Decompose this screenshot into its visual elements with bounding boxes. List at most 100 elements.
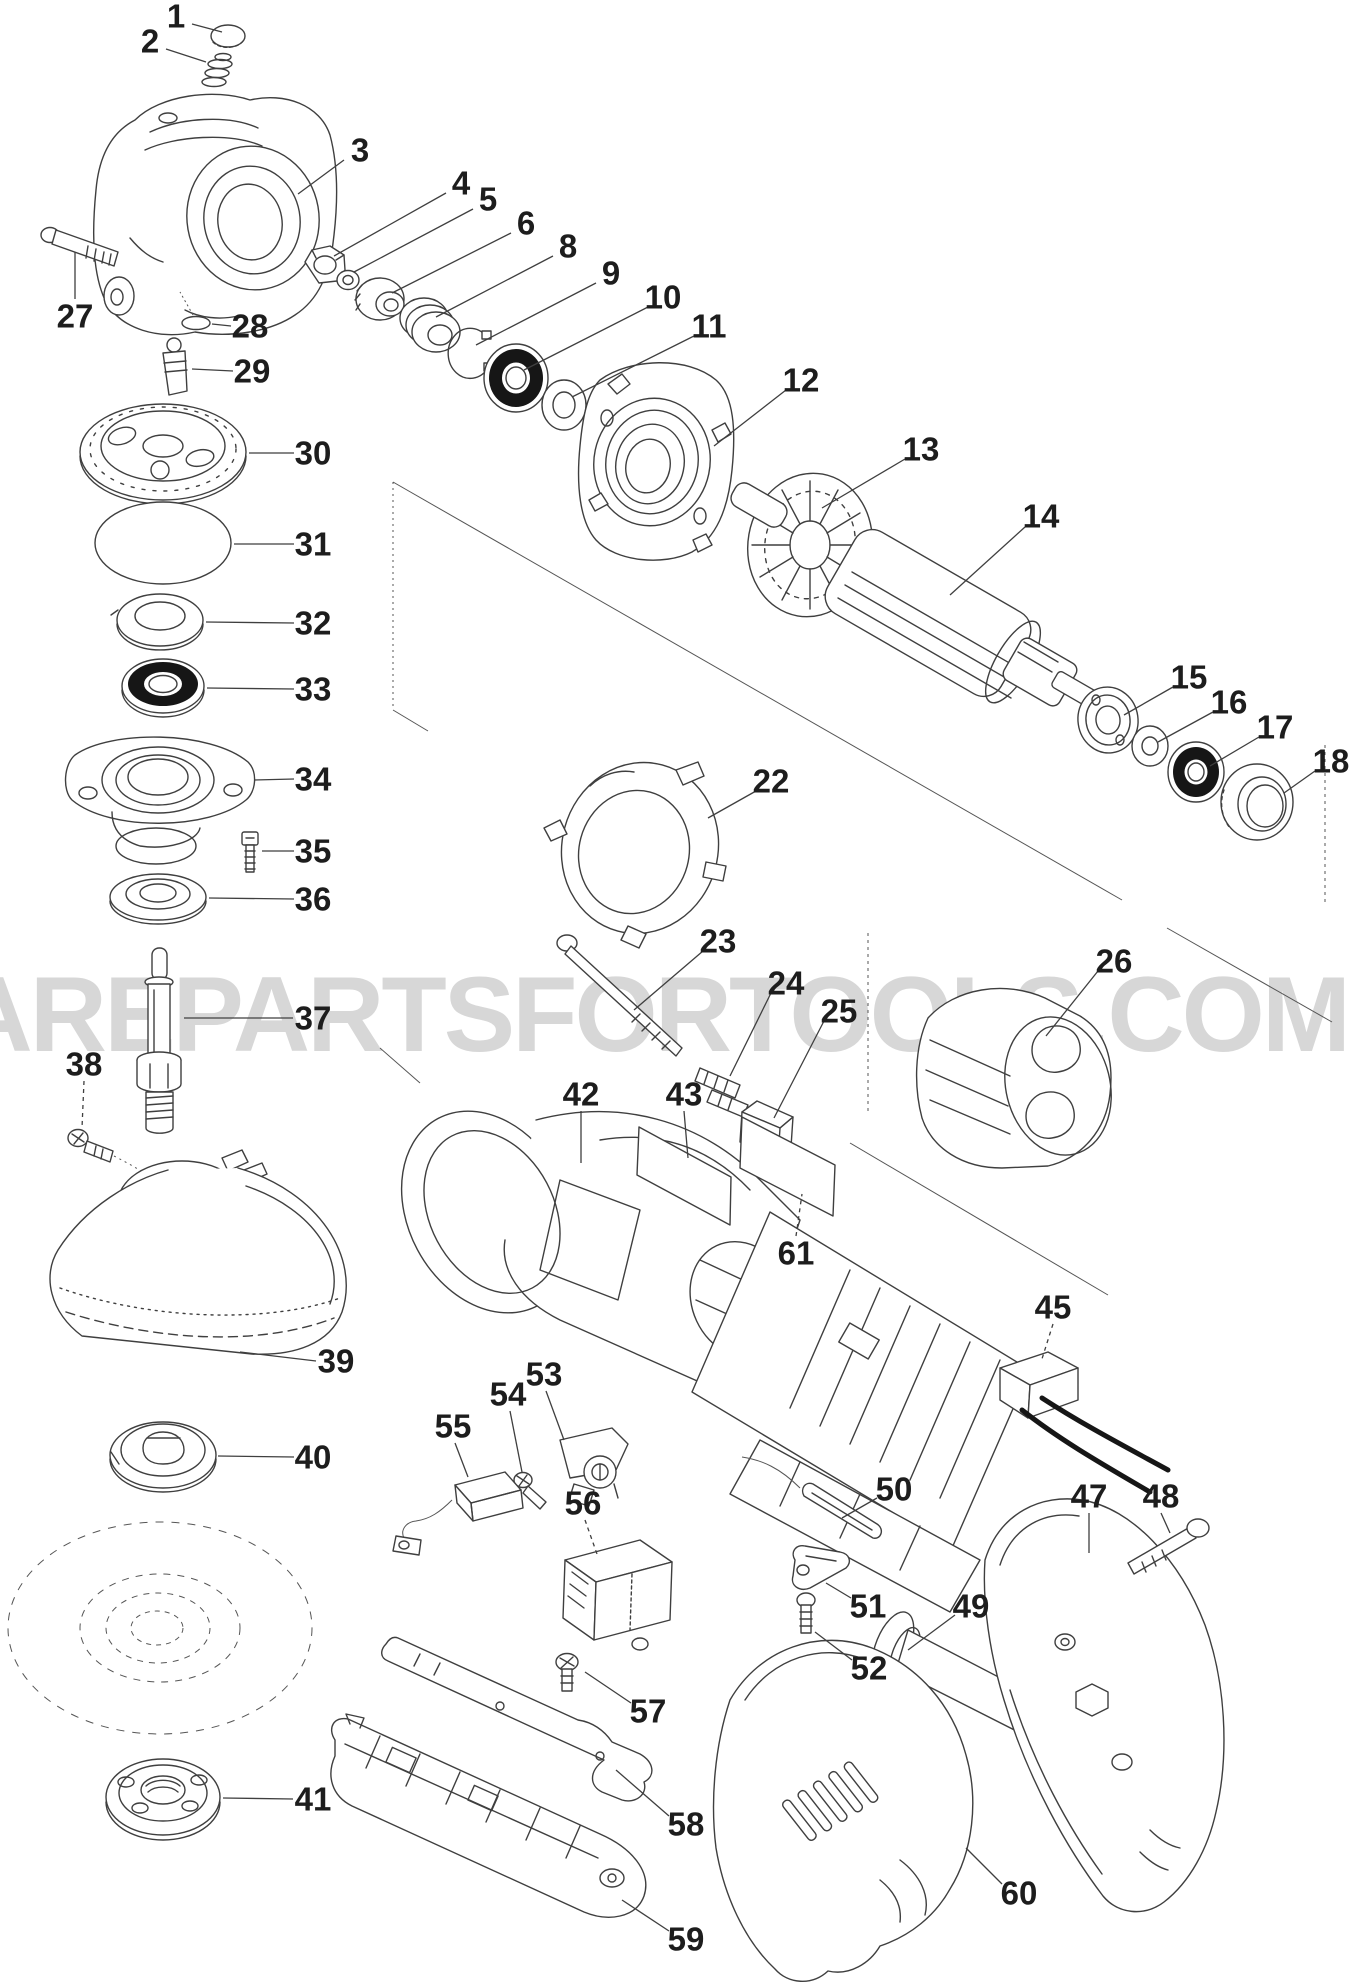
leader-line-5 xyxy=(354,209,473,272)
carbon-brush-part-55 xyxy=(393,1472,523,1555)
leader-line-38 xyxy=(82,1081,84,1128)
leader-line-4 xyxy=(334,193,446,256)
washer-part-5 xyxy=(337,271,359,290)
leader-line-49 xyxy=(908,1615,955,1650)
pin-part-29 xyxy=(163,338,187,395)
part-number-26: 26 xyxy=(1096,943,1133,980)
bolt-part-27 xyxy=(41,228,118,267)
leader-line-24 xyxy=(730,993,771,1076)
brush-holder-part-56 xyxy=(563,1540,672,1650)
leader-line-28 xyxy=(212,324,231,326)
screw-part-57 xyxy=(556,1654,578,1692)
part-number-28: 28 xyxy=(232,308,269,345)
leader-line-8 xyxy=(436,256,553,317)
leader-line-10 xyxy=(524,307,648,370)
flange-plate-part-12 xyxy=(579,363,734,560)
leader-line-41 xyxy=(223,1798,293,1799)
leader-line-58 xyxy=(616,1770,669,1816)
part-number-29: 29 xyxy=(234,353,271,390)
wheel-guard-part-39 xyxy=(50,1150,346,1354)
part-number-34: 34 xyxy=(295,761,332,798)
switch-lever-part-53 xyxy=(560,1428,628,1506)
leader-line-45 xyxy=(1041,1324,1053,1362)
leader-line-61 xyxy=(796,1194,802,1236)
fan-washer-part-15 xyxy=(1074,683,1143,757)
leader-line-11 xyxy=(572,336,694,397)
screw-part-48 xyxy=(1128,1519,1209,1574)
screw-part-52 xyxy=(797,1593,815,1633)
part-number-31: 31 xyxy=(295,526,332,563)
part-number-39: 39 xyxy=(318,1343,355,1380)
leader-line-3 xyxy=(298,160,344,194)
leader-line-6 xyxy=(392,233,511,293)
bearing-part-17 xyxy=(1168,742,1224,802)
part-number-52: 52 xyxy=(851,1650,888,1687)
ring-part-32 xyxy=(111,594,203,650)
part-number-37: 37 xyxy=(295,1000,332,1037)
cord-guard-part-50 xyxy=(742,1457,881,1538)
slide-bar-part-58 xyxy=(382,1637,652,1801)
leader-line-29 xyxy=(192,369,233,371)
leader-line-54 xyxy=(510,1411,522,1472)
part-number-22: 22 xyxy=(753,763,790,800)
leader-line-22 xyxy=(708,791,756,818)
leader-line-55 xyxy=(455,1443,468,1477)
suppressor-part-45 xyxy=(1000,1352,1168,1492)
leader-line-57 xyxy=(585,1672,631,1703)
leader-line-2 xyxy=(166,49,206,62)
grinding-wheel-dashed xyxy=(8,1522,312,1734)
part-number-16: 16 xyxy=(1211,684,1248,721)
zone-boundary-lines xyxy=(380,482,1332,1295)
handle-cover-part-47 xyxy=(984,1499,1224,1912)
part-number-57: 57 xyxy=(630,1693,667,1730)
leader-line-33 xyxy=(207,688,294,689)
seal-ring-part-36 xyxy=(110,874,206,924)
part-number-18: 18 xyxy=(1313,743,1350,780)
spindle-part-37 xyxy=(137,948,181,1133)
leader-line-18 xyxy=(1284,771,1315,793)
field-coil-part-26 xyxy=(917,988,1126,1168)
leader-line-51 xyxy=(826,1583,851,1598)
part-number-4: 4 xyxy=(452,165,471,202)
leader-line-59 xyxy=(622,1900,669,1931)
part-number-33: 33 xyxy=(295,671,332,708)
part-number-15: 15 xyxy=(1171,659,1208,696)
part-number-36: 36 xyxy=(295,881,332,918)
leader-line-1 xyxy=(192,24,222,32)
part-number-40: 40 xyxy=(295,1439,332,1476)
bearing-part-10 xyxy=(484,344,548,412)
leader-line-39 xyxy=(240,1352,316,1361)
leader-line-12 xyxy=(714,390,786,446)
wheel-flange-part-30 xyxy=(80,404,246,504)
part-number-48: 48 xyxy=(1143,1478,1180,1515)
leader-line-36 xyxy=(209,898,294,899)
part-number-23: 23 xyxy=(700,923,737,960)
leader-line-34 xyxy=(254,779,294,780)
leader-line-60 xyxy=(966,1848,1002,1884)
gear-housing-part-3 xyxy=(94,94,337,334)
leader-line-32 xyxy=(206,622,294,623)
leader-line-40 xyxy=(218,1456,294,1457)
cap-part-1 xyxy=(211,25,245,47)
leader-line-56 xyxy=(585,1520,597,1554)
part-number-5: 5 xyxy=(479,181,497,218)
part-number-53: 53 xyxy=(526,1356,563,1393)
washer-part-16 xyxy=(1132,726,1168,766)
leader-line-16 xyxy=(1158,712,1213,742)
part-number-60: 60 xyxy=(1001,1875,1038,1912)
part-number-1: 1 xyxy=(167,0,185,35)
part-number-58: 58 xyxy=(668,1806,705,1843)
screw-part-35 xyxy=(242,832,258,872)
part-number-8: 8 xyxy=(559,228,577,265)
disc-part-31 xyxy=(95,502,231,584)
washer-part-11 xyxy=(542,380,586,430)
part-number-10: 10 xyxy=(645,279,682,316)
screw-part-38 xyxy=(68,1130,152,1179)
part-number-43: 43 xyxy=(666,1076,703,1113)
leader-line-9 xyxy=(476,283,596,345)
part-number-14: 14 xyxy=(1023,498,1060,535)
leader-line-26 xyxy=(1046,971,1098,1036)
leader-line-23 xyxy=(634,951,703,1010)
part-number-12: 12 xyxy=(783,362,820,399)
